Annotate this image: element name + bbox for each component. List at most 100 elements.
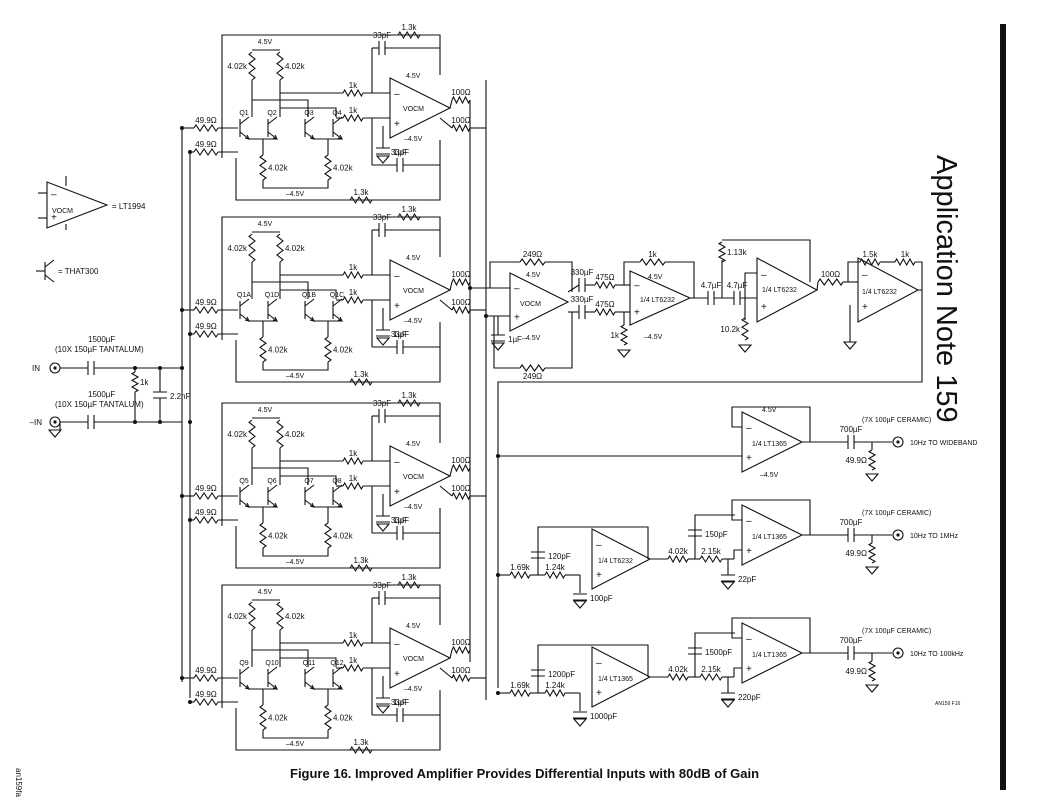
component-label: 100Ω <box>451 456 470 465</box>
capacitor-plates <box>531 669 545 677</box>
ground-symbol <box>864 684 880 693</box>
plus-sign: + <box>746 453 752 464</box>
component-label: 49.9Ω <box>195 690 217 699</box>
resistor: 100Ω <box>451 298 471 315</box>
capacitor-plates <box>396 340 404 354</box>
resistor: 49.9Ω <box>845 660 877 682</box>
component-label: 120pF <box>548 552 571 561</box>
plus-sign: + <box>746 664 752 675</box>
resistor: 1.3k <box>349 556 373 573</box>
transistor: Q6 <box>267 478 279 508</box>
wire <box>439 485 453 497</box>
amp-label: 1/4 LT1365 <box>752 441 787 448</box>
transistor-label: Q1A <box>237 292 251 299</box>
supply-label: 4.5V <box>258 221 273 228</box>
ground-triangle <box>375 337 391 346</box>
component-label: 100Ω <box>821 270 840 279</box>
resistor-body <box>451 491 471 501</box>
supply-label: –4.5V <box>404 504 423 511</box>
transistor-label: Q1D <box>265 292 279 299</box>
component-label: 1.69k <box>510 563 531 572</box>
junction-dot <box>496 454 500 458</box>
resistor: 100Ω <box>451 638 471 655</box>
junction-dot <box>188 700 192 704</box>
ground-symbol <box>375 337 391 346</box>
output-amplifier: –+ <box>741 411 804 473</box>
transistor-leads <box>267 298 278 322</box>
resistor: 10.2k <box>720 317 750 341</box>
wire <box>915 261 923 290</box>
resistor-body <box>248 233 256 263</box>
resistor: 4.02k <box>324 336 354 363</box>
filter-amplifier: –+ <box>591 646 652 708</box>
component-label: 1.5k <box>862 250 878 259</box>
filter-amplifier: –+ <box>591 528 652 590</box>
wire <box>449 649 453 659</box>
resistor: 1.3k <box>349 188 373 205</box>
wire <box>221 34 441 158</box>
component-label: 4.02k <box>285 612 306 621</box>
capacitor: 4.7µF <box>727 281 747 305</box>
component-label: 4.02k <box>333 346 354 355</box>
minus-sign: – <box>596 540 602 551</box>
capacitor-plates <box>378 591 386 605</box>
capacitor-plates <box>721 692 735 700</box>
capacitor-plates <box>376 329 390 337</box>
junction-dot <box>158 420 162 424</box>
capacitor-plates <box>378 409 386 423</box>
capacitor: 1µF <box>376 329 407 339</box>
component-label: 100Ω <box>451 88 470 97</box>
resistor: 4.02k <box>667 547 689 564</box>
capacitor: 1500pF <box>688 647 732 657</box>
wire <box>665 261 695 298</box>
cap-note: (7X 100µF CERAMIC) <box>862 510 931 517</box>
component-label: 1500pF <box>705 648 732 657</box>
component-label: 1.24k <box>545 681 566 690</box>
component-label: 33pF <box>373 399 391 408</box>
supply-label: –4.5V <box>644 334 663 341</box>
ground-symbol <box>572 600 588 609</box>
resistor: 1k <box>342 449 364 466</box>
amp-label: 1/4 LT6232 <box>762 287 797 294</box>
component-label: 4.02k <box>227 62 248 71</box>
wire <box>731 499 811 535</box>
component-label: 1k <box>349 449 358 458</box>
vocm-label: VOCM <box>403 106 424 113</box>
ground-symbol <box>375 705 391 714</box>
resistor-body <box>324 336 332 363</box>
component-label: 4.02k <box>268 346 289 355</box>
component-label: 220pF <box>738 693 761 702</box>
transistor-label: Q10 <box>265 660 278 667</box>
component-label: 4.02k <box>227 244 248 253</box>
component-label: 1.3k <box>353 556 369 565</box>
output-amplifier: –+ <box>741 622 804 684</box>
resistor-body <box>193 698 219 706</box>
capacitor: 120pF <box>531 551 571 561</box>
resistor: 4.02k <box>276 233 306 263</box>
summing-amplifier: –+ <box>509 272 570 332</box>
component-label: 100Ω <box>451 666 470 675</box>
plus-sign: + <box>746 546 752 557</box>
wire <box>262 548 329 557</box>
legend-transistor: = THAT300 <box>36 259 99 283</box>
wire <box>235 322 441 383</box>
component-label: 1k <box>901 250 910 259</box>
resistor-body <box>248 51 256 81</box>
transistor-leads <box>304 116 315 140</box>
component-label: 1k <box>349 631 358 640</box>
component-label: 49.9Ω <box>195 298 217 307</box>
lt1994-amplifier: –+ <box>389 445 452 507</box>
component-label: 249Ω <box>523 372 542 381</box>
junction-dot <box>180 676 184 680</box>
capacitor-plates <box>733 291 741 305</box>
supply-label: 4.5V <box>526 272 541 279</box>
minus-sign: – <box>514 284 520 295</box>
lt1994-amplifier: –+ <box>389 627 452 689</box>
resistor-body <box>451 673 471 683</box>
capacitor: 1µF <box>376 697 407 707</box>
resistor: 1.3k <box>397 573 421 590</box>
resistor: 4.02k <box>276 51 306 81</box>
plus-sign: + <box>862 302 868 313</box>
